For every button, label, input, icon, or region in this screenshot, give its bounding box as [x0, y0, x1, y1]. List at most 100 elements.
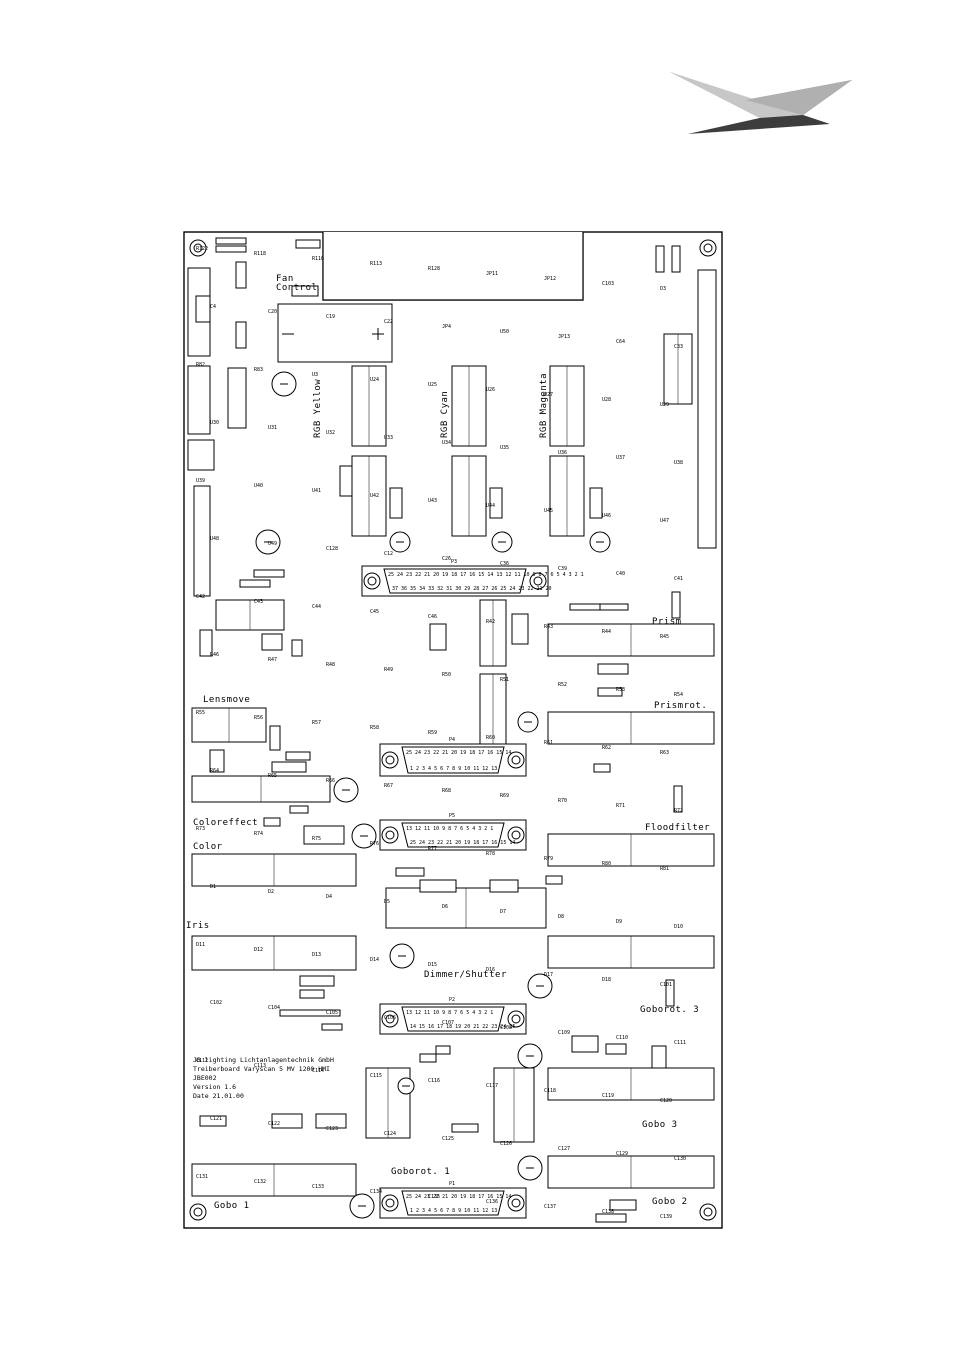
ref-designator: R69 [500, 793, 509, 799]
ref-designator: D4 [326, 894, 332, 900]
passive-component [435, 1045, 451, 1055]
ref-designator: C39 [558, 566, 567, 572]
passive-component [671, 591, 681, 619]
ref-designator: U25 [428, 382, 437, 388]
ref-designator: C138 [602, 1209, 614, 1215]
connector-bottom-pins: 1 2 3 4 5 6 7 8 9 10 11 12 13 [410, 1208, 497, 1214]
label-lensmove: Lensmove [203, 695, 250, 705]
ref-designator: JP4 [442, 324, 451, 330]
bulk-capacitor [277, 303, 393, 363]
ref-designator: D1 [210, 884, 216, 890]
ref-designator: R53 [616, 687, 625, 693]
ref-designator: D13 [312, 952, 321, 958]
ref-designator: C117 [486, 1083, 498, 1089]
ref-designator: C131 [196, 1174, 208, 1180]
connector-top-pins: 25 24 23 22 21 20 19 18 17 16 15 14 13 1… [388, 572, 584, 578]
ref-designator: R60 [486, 735, 495, 741]
label-coloreffect: Coloreffect [193, 818, 258, 828]
passive-component [451, 1123, 479, 1133]
ref-designator: U24 [370, 377, 379, 383]
ref-designator: C125 [442, 1136, 454, 1142]
ref-designator: D17 [544, 972, 553, 978]
ref-designator: R49 [384, 667, 393, 673]
label-iris: Iris [186, 921, 210, 931]
connector-bottom-pins: 25 24 23 22 21 20 19 18 17 16 15 14 [410, 840, 515, 846]
ref-designator: C126 [500, 1141, 512, 1147]
ic [451, 365, 487, 447]
ref-designator: D8 [558, 914, 564, 920]
passive-component [605, 1043, 627, 1055]
ref-designator: C102 [210, 1000, 222, 1006]
ic [547, 935, 715, 969]
ref-designator: C123 [326, 1126, 338, 1132]
ref-designator: D2 [268, 889, 274, 895]
label-rgb-magenta: RGB Magenta [539, 373, 549, 438]
ref-designator: U50 [500, 329, 509, 335]
ref-designator: U43 [428, 498, 437, 504]
company-swoosh-logo [670, 72, 852, 134]
connector-p1: 25 24 23 22 21 20 19 18 17 16 15 141 2 3… [379, 1181, 527, 1219]
board-info: JB lighting Lichtanlagentechnik GmbH Tre… [193, 1056, 334, 1100]
info-board: Treiberboard Varyscan 5 MV 1200 HMI [193, 1065, 330, 1073]
ref-designator: R71 [616, 803, 625, 809]
label-prismrot: Prismrot. [654, 701, 707, 711]
ref-designator: U27 [544, 392, 553, 398]
connector-p4: 25 24 23 22 21 20 19 18 17 16 15 141 2 3… [379, 737, 527, 777]
ref-designator: R57 [312, 720, 321, 726]
ref-designator: C104 [268, 1005, 280, 1011]
ref-designator: U32 [326, 430, 335, 436]
ref-designator: R81 [660, 866, 669, 872]
electrolytic-capacitor [517, 711, 539, 733]
ref-designator: D5 [384, 899, 390, 905]
passive-component [215, 237, 247, 245]
ref-designator: C118 [544, 1088, 556, 1094]
ref-designator: D15 [428, 962, 437, 968]
ref-designator: R77 [428, 846, 437, 852]
passive-component [395, 867, 425, 877]
ic [663, 333, 693, 405]
ref-designator: R76 [370, 841, 379, 847]
passive-component [291, 639, 303, 657]
ref-designator: D11 [196, 942, 205, 948]
ref-designator: C19 [326, 314, 335, 320]
ref-designator: R62 [602, 745, 611, 751]
ref-designator: C130 [674, 1156, 686, 1162]
ic [191, 775, 331, 803]
components [191, 237, 715, 1223]
ref-designator: R78 [486, 851, 495, 857]
ref-designator: D9 [616, 919, 622, 925]
passive-component [199, 629, 213, 657]
passive-component [279, 1009, 341, 1017]
ref-designator: C114 [312, 1068, 324, 1074]
passive-component [321, 1023, 343, 1031]
ref-designator: U38 [674, 460, 683, 466]
connector-p3: 25 24 23 22 21 20 19 18 17 16 15 14 13 1… [361, 559, 584, 597]
ref-designator: U29 [660, 402, 669, 408]
ic [547, 711, 715, 745]
ref-designator: C128 [326, 546, 338, 552]
passive-component [263, 817, 281, 827]
ref-designator: C121 [210, 1116, 222, 1122]
ref-designator: C116 [428, 1078, 440, 1084]
ref-designator: C108 [500, 1025, 512, 1031]
label-control: Control [276, 283, 317, 293]
info-date: Date 21.01.00 [193, 1092, 244, 1100]
passive-component [599, 603, 629, 611]
ic [549, 455, 585, 537]
passive-component [609, 1199, 637, 1211]
passive-component [389, 487, 403, 519]
label-dimmer-shutter: Dimmer/Shutter [424, 970, 507, 980]
ref-designator: R118 [254, 251, 266, 257]
ref-designator: C106 [384, 1015, 396, 1021]
passive-component [419, 879, 457, 893]
ref-designator: U39 [196, 478, 205, 484]
connector-name: P4 [449, 737, 455, 743]
passive-component [271, 1113, 303, 1129]
ic [547, 623, 715, 657]
passive-component [489, 487, 503, 519]
ref-designator: C115 [370, 1073, 382, 1079]
ref-designator: D14 [370, 957, 379, 963]
passive-component [235, 321, 247, 349]
ref-designator: R44 [602, 629, 611, 635]
